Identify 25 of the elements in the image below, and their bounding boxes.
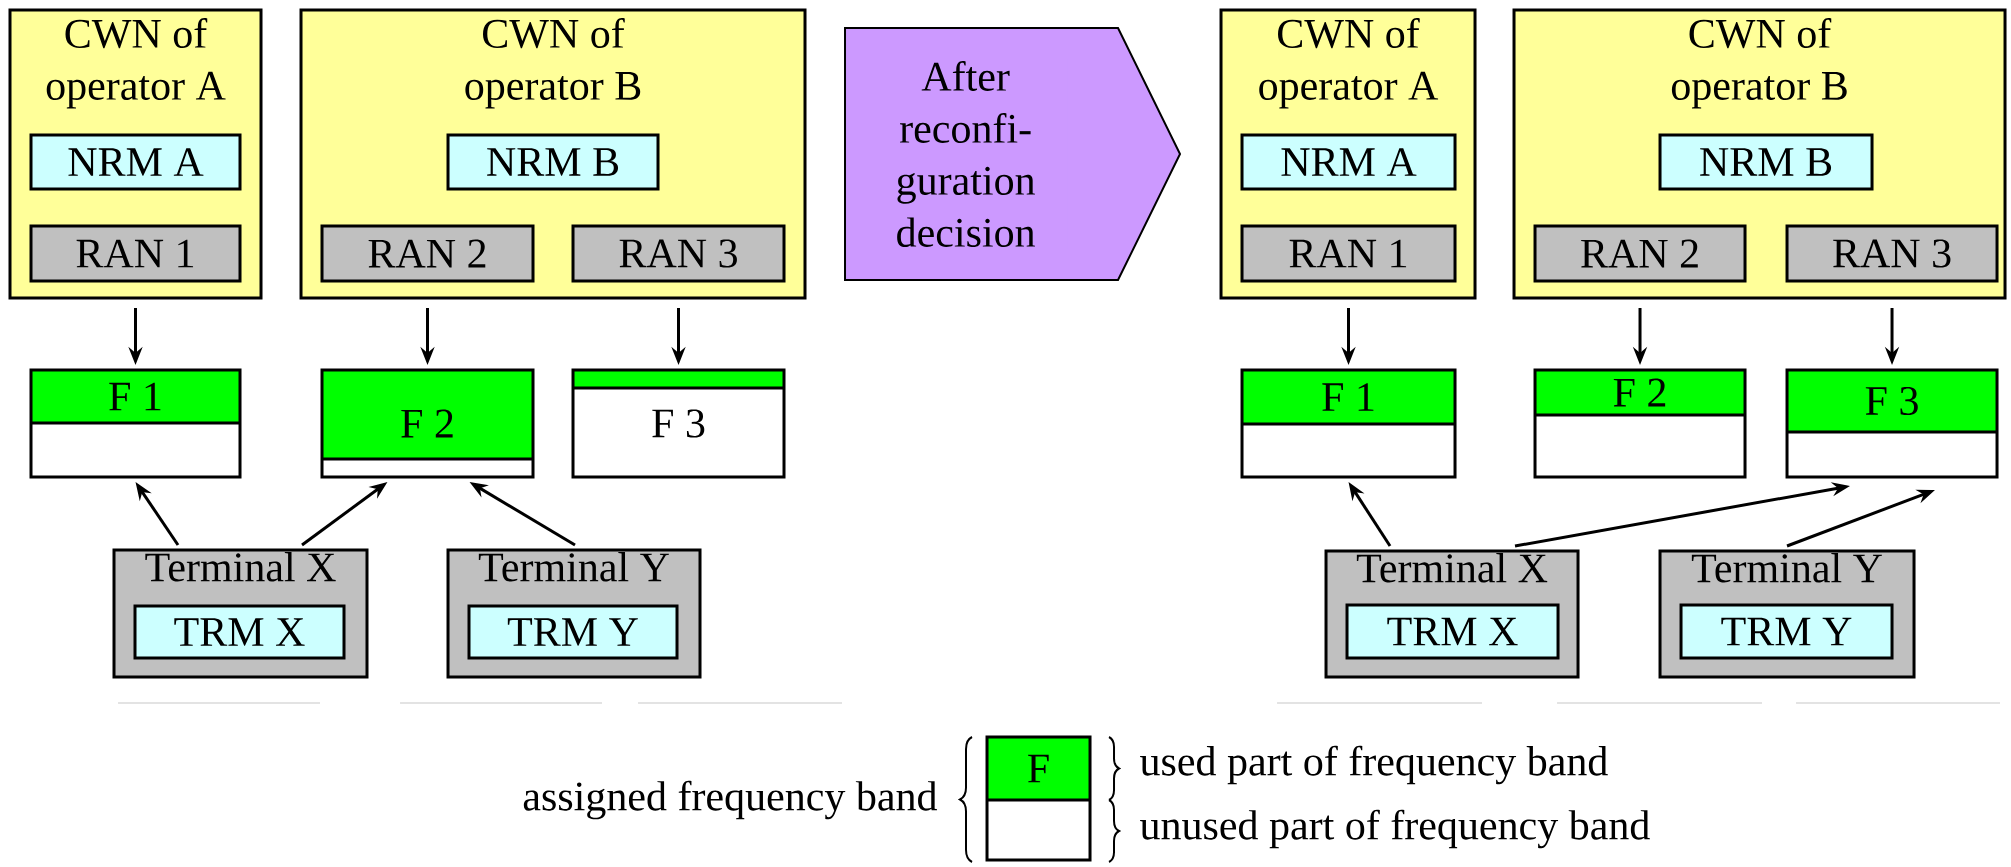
- frequency-band-box: F: [985, 735, 1092, 862]
- manager-box: NRM A: [29, 133, 242, 191]
- manager-box: TRM Y: [1679, 603, 1894, 660]
- access-network-box: RAN 3: [1785, 224, 1999, 283]
- frequency-band-box: F 2: [320, 368, 535, 479]
- annotation: used part of frequency band: [1140, 745, 1608, 785]
- access-network-box: RAN 3: [571, 224, 786, 283]
- manager-box: NRM B: [1658, 133, 1874, 191]
- annotation: assigned frequency band: [523, 780, 937, 820]
- access-network-box: RAN 2: [1533, 224, 1747, 283]
- manager-box: NRM B: [446, 133, 660, 191]
- frequency-band-box: F 2: [1533, 368, 1747, 479]
- annotation: unused part of frequency band: [1140, 809, 1650, 849]
- frequency-band-box: F 1: [1240, 368, 1457, 479]
- manager-box: NRM A: [1240, 133, 1457, 191]
- edge-label: After reconfi- guration decision: [897, 61, 1035, 247]
- frequency-band-box: F 1: [29, 368, 242, 479]
- access-network-box: RAN 2: [320, 224, 535, 283]
- manager-box: TRM X: [1345, 603, 1560, 660]
- frequency-band-box: F 3: [571, 368, 786, 479]
- frequency-band-box: F 3: [1785, 368, 1999, 479]
- manager-box: TRM Y: [467, 604, 679, 660]
- access-network-box: RAN 1: [29, 224, 242, 283]
- access-network-box: RAN 1: [1240, 224, 1457, 283]
- manager-box: TRM X: [133, 604, 346, 660]
